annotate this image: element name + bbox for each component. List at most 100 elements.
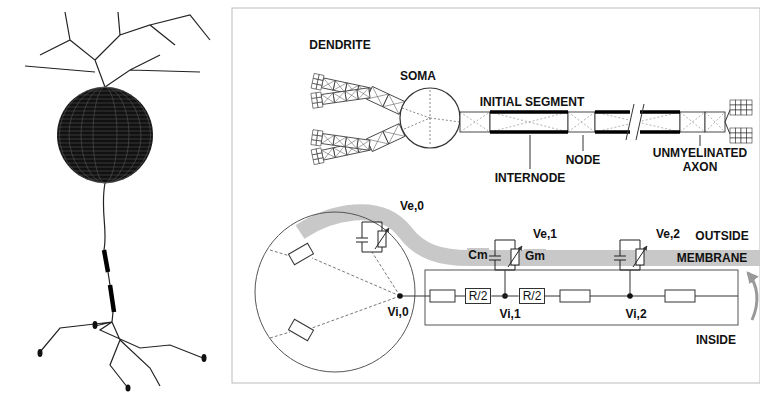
- end-compartment: [747, 100, 753, 105]
- end-compartment: [311, 149, 317, 155]
- bouton: [93, 321, 98, 329]
- membrane-units: [356, 222, 647, 270]
- end-compartment: [741, 128, 747, 133]
- part-label: Cm: [467, 248, 488, 262]
- end-compartment: [736, 133, 742, 138]
- end-compartment: [741, 110, 747, 115]
- part-label: Vi,0: [386, 305, 409, 319]
- sphere-meridian: [93, 87, 117, 183]
- sphere-latitude: [59, 123, 152, 124]
- variable-arrow: [633, 246, 647, 267]
- axon-terminals: [40, 322, 203, 388]
- compartment-box: [333, 135, 346, 147]
- end-compartment: [311, 93, 317, 99]
- variable-arrow: [508, 246, 522, 267]
- end-compartment: [730, 133, 736, 138]
- compartment-box: [345, 137, 358, 149]
- sphere-latitude: [61, 115, 148, 116]
- compartment-diagonal: [333, 91, 346, 103]
- sphere-latitude: [57, 135, 153, 136]
- end-compartment: [730, 128, 736, 133]
- axon-compartments: [460, 112, 725, 132]
- part-label: Vi,1: [498, 307, 521, 321]
- sphere-latitude: [78, 95, 131, 96]
- end-compartment: [741, 100, 747, 105]
- part-label: OUTSIDE: [694, 229, 749, 243]
- soma-compartment: [400, 88, 460, 148]
- part-label: INSIDE: [695, 333, 737, 347]
- end-compartment: [736, 138, 742, 143]
- compartment-diagonal: [705, 112, 725, 132]
- compartment-diagonal: [345, 137, 358, 149]
- terminal-compartments: [730, 100, 752, 143]
- sphere-latitude: [66, 107, 144, 108]
- schematic-panel: [232, 8, 760, 383]
- sphere-latitude: [63, 159, 146, 160]
- compartment-chain: [311, 85, 371, 108]
- neuron-morphology: [25, 12, 210, 388]
- part-label: UNMYELINATED AXON: [649, 146, 751, 174]
- end-compartment: [741, 138, 747, 143]
- sphere-meridian: [59, 87, 150, 183]
- end-compartment: [747, 138, 753, 143]
- compartment-diagonal: [490, 112, 568, 132]
- resistor-symbol: [560, 290, 590, 302]
- break-mark: [626, 104, 644, 140]
- sphere-latitude: [63, 111, 146, 112]
- sphere-mesh: [57, 87, 153, 183]
- part-label: INITIAL SEGMENT: [479, 95, 585, 109]
- terminal-boutons: [38, 321, 207, 392]
- compartment-box: [333, 91, 346, 103]
- part-label: NODE: [565, 153, 602, 167]
- compartment-diagonal: [321, 78, 335, 90]
- bouton: [38, 349, 43, 357]
- soma-dotted-lines: [270, 250, 400, 338]
- end-compartment: [312, 130, 318, 136]
- sphere-latitude: [61, 155, 148, 156]
- part-label: MEMBRANE: [676, 251, 749, 265]
- axon-outline: [425, 270, 738, 325]
- soma-sphere: [57, 87, 153, 183]
- myelin-segment: [104, 250, 114, 312]
- axon: [103, 183, 113, 322]
- part-label: Ve,0: [399, 199, 425, 213]
- axon-compartment: [568, 112, 595, 132]
- sphere-latitude: [60, 151, 151, 152]
- part-label: Ve,1: [532, 227, 558, 241]
- compartment-diagonal: [321, 148, 335, 160]
- compartment-box: [321, 93, 334, 105]
- current-arrow: [748, 273, 757, 320]
- node-dot: [397, 293, 403, 299]
- part-label: INTERNODE: [494, 171, 567, 185]
- terminal-branch: [725, 110, 730, 134]
- end-compartment: [730, 100, 736, 105]
- dendrite-compartments: [311, 73, 405, 164]
- end-compartment: [730, 110, 736, 115]
- dendrite-tree: [25, 12, 210, 87]
- part-label: SOMA: [399, 69, 437, 83]
- end-compartment: [747, 133, 753, 138]
- part-label: Vi,2: [624, 307, 647, 321]
- end-compartment: [747, 128, 753, 133]
- bouton: [126, 385, 131, 392]
- variable-arrow: [375, 228, 389, 249]
- sphere-latitude: [73, 99, 136, 100]
- axon-compartment: [490, 112, 568, 132]
- end-compartment: [747, 110, 753, 115]
- compartment-diagonal: [357, 139, 370, 151]
- compartment-diagonal: [680, 112, 705, 132]
- sphere-latitude: [58, 143, 153, 144]
- end-compartment: [730, 105, 736, 110]
- compartment-chain: [366, 124, 405, 152]
- sphere-latitude: [66, 163, 144, 164]
- node-dot: [627, 293, 633, 299]
- sphere-latitude: [86, 179, 124, 180]
- end-compartment: [313, 73, 319, 79]
- sphere-latitude: [57, 139, 153, 140]
- wire-connector: [491, 296, 518, 297]
- sphere-latitude: [78, 175, 131, 176]
- resistor-box: R/2: [465, 288, 492, 304]
